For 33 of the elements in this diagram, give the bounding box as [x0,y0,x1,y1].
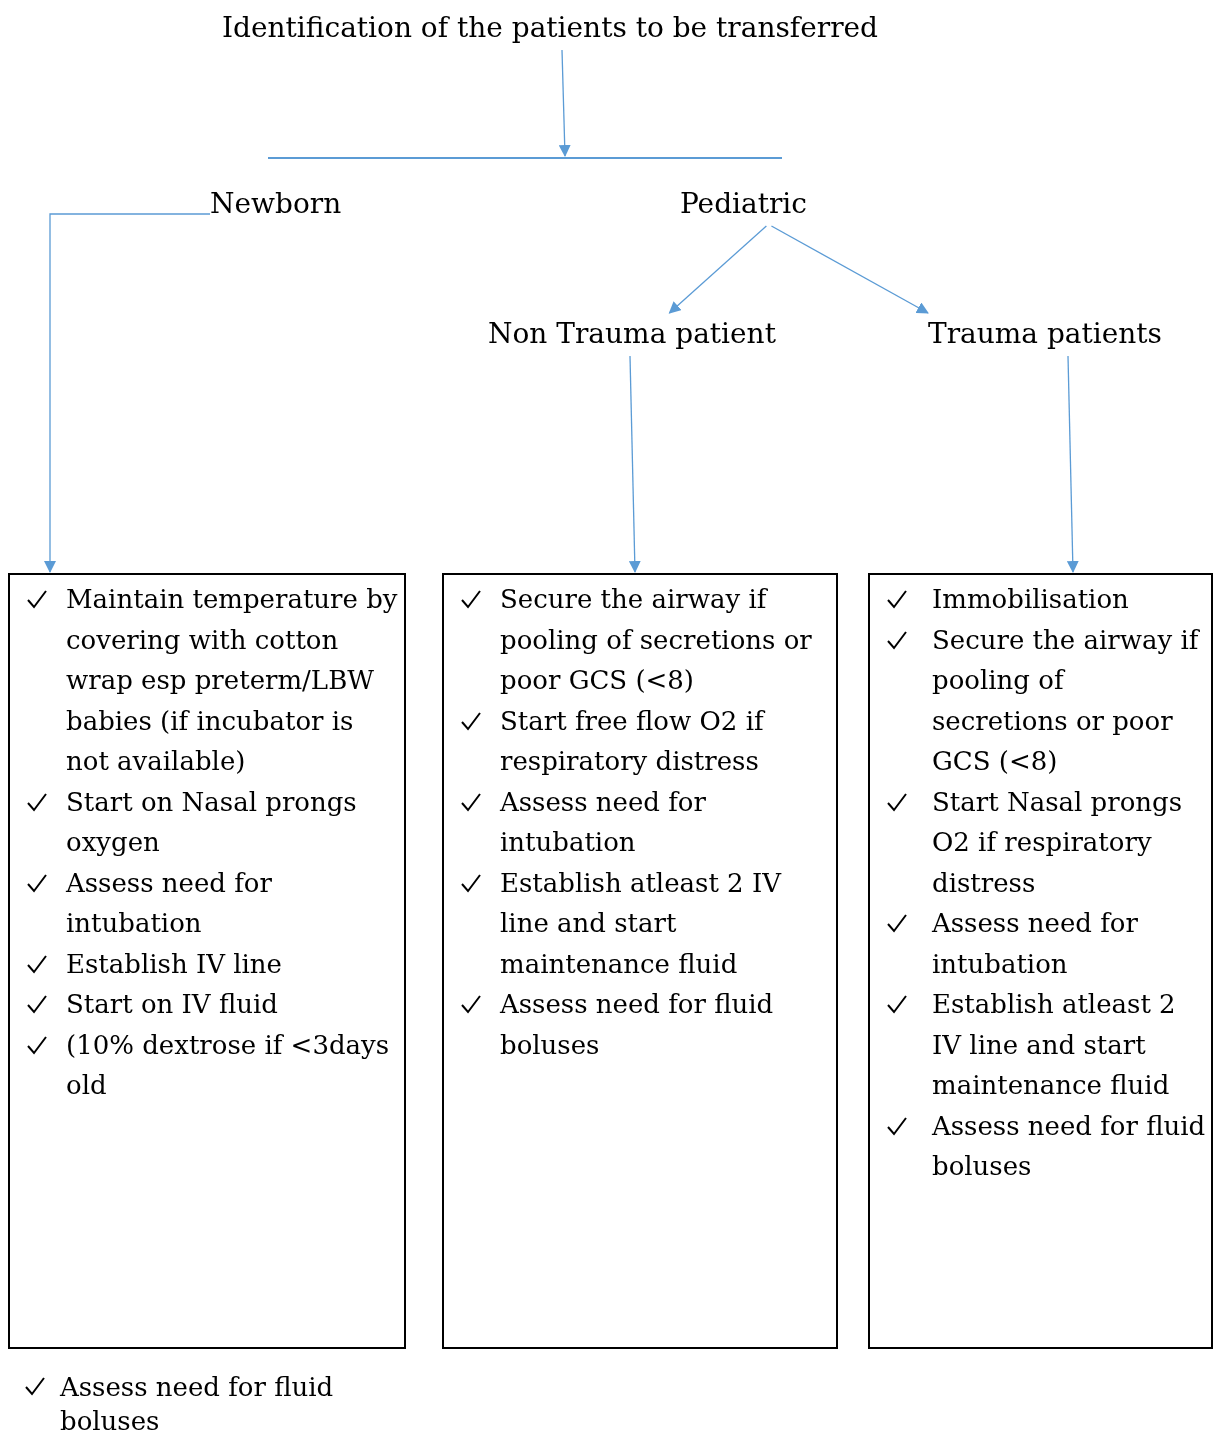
checklist-item: Start on IV fluid [66,988,279,1021]
arrow [558,49,571,157]
checklist-item: Assess need for intubation [500,785,707,859]
checklist-item: Establish atleast 2 IV line and start maintenance fluid [500,866,783,981]
checklist-item: Secure the airway if pooling of secretions or poor GCS (<8) [932,623,1201,778]
category-label: Pediatric [680,184,807,224]
checklist-item: Start Nasal prongs O2 if respiratory distress [932,785,1184,900]
category-label: Trauma patients [928,314,1162,354]
checklist-item: Maintain temperature by covering with cotton wrap esp preterm/LBW babies (if incubator is not available) [66,583,399,778]
checklist-item: Assess need for fluid boluses [60,1371,335,1438]
category-label: Non Trauma patient [488,314,776,354]
arrow [770,225,929,314]
checklist-item: Establish atleast 2 IV line and start maintenance fluid [932,988,1177,1102]
checklist-item: Start free flow O2 if respiratory distress [500,704,767,778]
checklist-item: Secure the airway if pooling of secretions or poor GCS (<8) [500,583,813,697]
checklist-box [868,573,1213,1349]
checklist-item: Assess need for fluid boluses [500,988,775,1062]
checklist-item: Start on Nasal prongs oxygen [66,785,358,859]
checklist-item: Assess need for intubation [66,866,273,940]
arrow [668,225,767,314]
checklist-item: Assess need for fluid boluses [932,1109,1207,1183]
arrow [628,355,641,573]
category-label: Newborn [210,184,342,224]
branch-line [268,157,782,159]
checklist-box [442,573,838,1349]
arrow [1066,355,1079,573]
checklist-box [8,573,406,1349]
checklist-item: Assess need for intubation [932,907,1139,981]
checklist-item: (10% dextrose if <3days old [66,1028,391,1102]
checklist-item: Establish IV line [66,947,283,981]
checklist-item: Immobilisation [932,583,1130,616]
arrow [44,213,211,573]
title-text: Identification of the patients to be transferred [222,8,878,48]
